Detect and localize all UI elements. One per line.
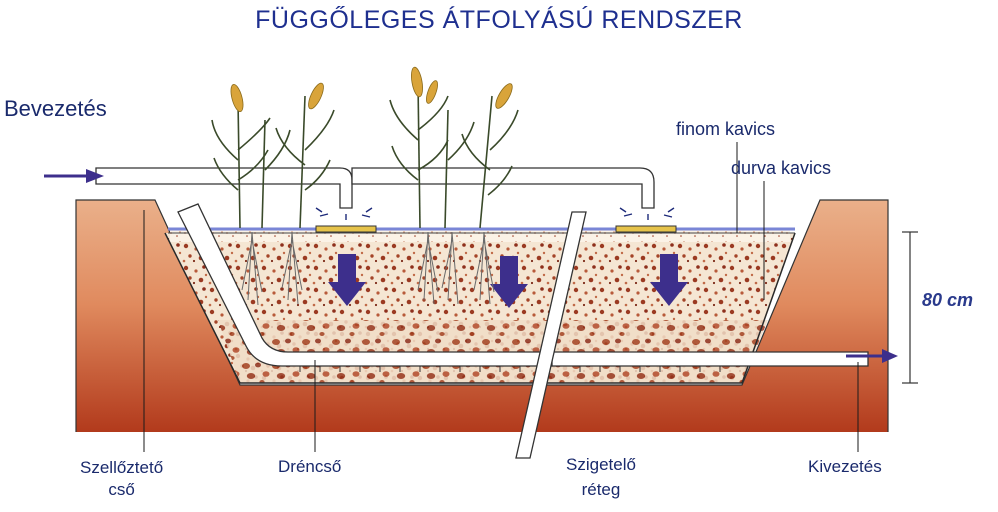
- liner-sheet: [515, 211, 587, 459]
- liner-label-line1: Szigetelő: [566, 455, 636, 474]
- flow-arrow-icon: [328, 254, 688, 308]
- inlet-pipe-branch: [351, 167, 655, 209]
- coarse-gravel-label: durva kavics: [731, 158, 832, 178]
- vent-pipe-label: Szellőztető cső: [80, 457, 163, 501]
- reed-roots: [241, 231, 495, 306]
- liner-label-line2: réteg: [581, 480, 621, 499]
- distribution-plate-left: [315, 225, 377, 233]
- depth-dimension: [902, 231, 918, 384]
- depth-label: 80 cm: [922, 290, 974, 310]
- vent-pipe-label-line1: Szellőztető: [80, 458, 164, 477]
- outlet-arrow-icon: [846, 349, 898, 363]
- drain-holes: [299, 366, 721, 372]
- inlet-label: Bevezetés: [4, 96, 107, 121]
- splash-marks: [315, 207, 675, 220]
- fine-gravel-label: finom kavics: [676, 119, 776, 139]
- fine-gravel-layer: [170, 230, 790, 242]
- reed-plant-icon: [211, 81, 519, 229]
- leader-lines: [143, 142, 859, 452]
- liner-label: Szigetelő réteg: [566, 452, 636, 502]
- page-title: FÜGGŐLEGES ÁTFOLYÁSÚ RENDSZER: [255, 6, 743, 34]
- vent-pipe-label-line2: cső: [108, 480, 135, 499]
- inlet-pipe: [95, 167, 353, 209]
- reed-seed-heads: [230, 66, 513, 112]
- drain-pipe: [551, 351, 869, 367]
- inlet-arrow-icon: [44, 169, 104, 183]
- soil-outline: [75, 199, 889, 432]
- drain-pipe-label: Dréncső: [278, 457, 342, 476]
- distribution-plate-right: [615, 225, 677, 233]
- liner-outline: [164, 232, 796, 384]
- outlet-label: Kivezetés: [808, 457, 882, 476]
